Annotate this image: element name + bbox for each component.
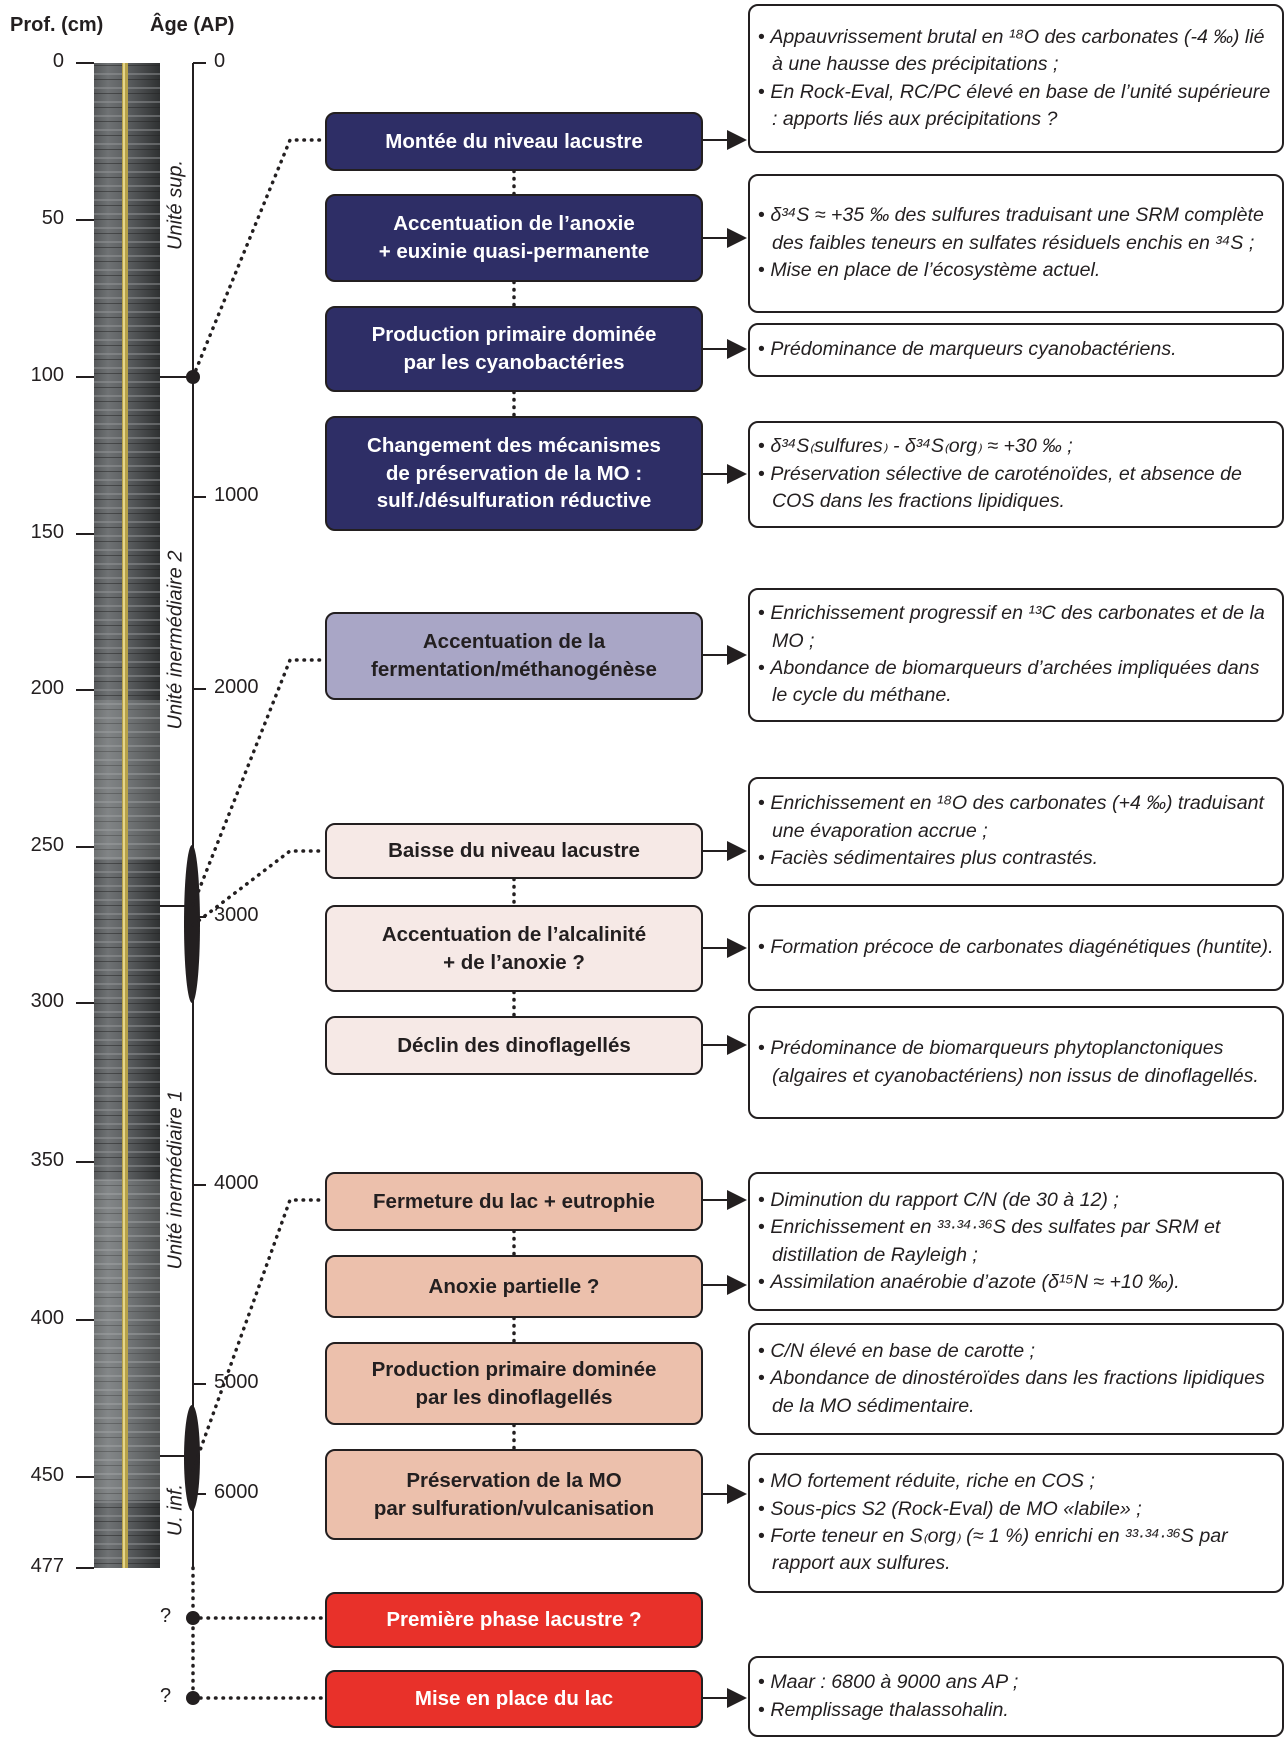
- event-box-dinoflagellate-production: Production primaire dominée par les dino…: [325, 1342, 703, 1425]
- depth-label: 200: [30, 677, 64, 699]
- sediment-core-photo: [94, 63, 160, 1568]
- note-item: Assimilation anaérobie d’azote (δ¹⁵N ≈ +…: [758, 1269, 1274, 1296]
- note-item: Enrichissement progressif en ¹³C des car…: [758, 600, 1274, 655]
- event-box-cyanobacteria-production: Production primaire dominée par les cyan…: [325, 306, 703, 392]
- age-label: 2000: [214, 676, 259, 698]
- note-item: Sous-pics S2 (Rock-Eval) de MO «labile» …: [758, 1496, 1274, 1523]
- note-item: Diminution du rapport C/N (de 30 à 12) ;: [758, 1187, 1274, 1214]
- depth-label: 100: [30, 364, 64, 386]
- note-box: δ³⁴S₍sulfures₎ - δ³⁴S₍org₎ ≈ +30 ‰ ; Pré…: [748, 421, 1284, 528]
- note-item: Prédominance de marqueurs cyanobactérien…: [758, 336, 1274, 363]
- unit-label-int2: Unité inermédiaire 2: [164, 550, 187, 730]
- note-item: Enrichissement en ³³·³⁴·³⁶S des sulfates…: [758, 1214, 1274, 1269]
- depth-label: 250: [30, 834, 64, 856]
- note-item: Appauvrissement brutal en ¹⁸O des carbon…: [758, 24, 1274, 79]
- note-item: Forte teneur en S₍org₎ (≈ 1 %) enrichi e…: [758, 1523, 1274, 1578]
- age-uncertainty-marker: [184, 1405, 200, 1511]
- note-item: Enrichissement en ¹⁸O des carbonates (+4…: [758, 790, 1274, 845]
- age-axis: [160, 62, 206, 1568]
- depth-label: 300: [30, 990, 64, 1012]
- event-box-alkalinity-anoxia: Accentuation de l’alcalinité + de l’anox…: [325, 905, 703, 992]
- depth-axis-title: Prof. (cm): [10, 14, 104, 36]
- age-label: 0: [214, 50, 226, 72]
- event-box-lake-closure-eutrophy: Fermeture du lac + eutrophie: [325, 1172, 703, 1231]
- note-box: Prédominance de biomarqueurs phytoplanct…: [748, 1006, 1284, 1119]
- note-item: Abondance de biomarqueurs d’archées impl…: [758, 655, 1274, 710]
- event-box-om-sulfurization: Préservation de la MO par sulfuration/vu…: [325, 1449, 703, 1540]
- note-box: δ³⁴S ≈ +35 ‰ des sulfures traduisant une…: [748, 174, 1284, 313]
- age-label: 1000: [214, 484, 259, 506]
- note-item: MO fortement réduite, riche en COS ;: [758, 1468, 1274, 1495]
- depth-label: 150: [30, 521, 64, 543]
- event-box-dinoflagellate-decline: Déclin des dinoflagellés: [325, 1016, 703, 1075]
- note-item: δ³⁴S₍sulfures₎ - δ³⁴S₍org₎ ≈ +30 ‰ ;: [758, 433, 1274, 460]
- note-box: Maar : 6800 à 9000 ans AP ; Remplissage …: [748, 1656, 1284, 1737]
- note-item: Remplissage thalassohalin.: [758, 1697, 1274, 1724]
- age-label: 6000: [214, 1481, 259, 1503]
- dotted-connectors: [191, 138, 516, 1700]
- note-box: Enrichissement en ¹⁸O des carbonates (+4…: [748, 777, 1284, 886]
- depth-label: 450: [30, 1464, 64, 1486]
- note-item: En Rock-Eval, RC/PC élevé en base de l’u…: [758, 79, 1274, 134]
- note-box: Appauvrissement brutal en ¹⁸O des carbon…: [748, 4, 1284, 153]
- event-box-lake-formation: Mise en place du lac: [325, 1670, 703, 1728]
- age-label: 3000: [214, 904, 259, 926]
- event-box-lake-level-fall: Baisse du niveau lacustre: [325, 823, 703, 879]
- note-item: Préservation sélective de caroténoïdes, …: [758, 461, 1274, 516]
- note-box: Prédominance de marqueurs cyanobactérien…: [748, 323, 1284, 377]
- event-box-first-lacustrine-phase: Première phase lacustre ?: [325, 1592, 703, 1648]
- note-item: Abondance de dinostéroïdes dans les frac…: [758, 1365, 1274, 1420]
- unit-label-sup: Unité sup.: [164, 159, 187, 251]
- note-box: Formation précoce de carbonates diagénét…: [748, 905, 1284, 991]
- unknown-age-mark: ?: [160, 1605, 172, 1627]
- event-box-lake-level-rise: Montée du niveau lacustre: [325, 112, 703, 171]
- unit-label-int1: Unité inermédiaire 1: [164, 1090, 187, 1270]
- depth-label: 50: [41, 207, 64, 229]
- event-box-partial-anoxia: Anoxie partielle ?: [325, 1255, 703, 1318]
- age-axis-title: Âge (AP): [150, 14, 235, 36]
- note-item: Faciès sédimentaires plus contrastés.: [758, 845, 1274, 872]
- note-item: Formation précoce de carbonates diagénét…: [758, 934, 1274, 961]
- note-item: Prédominance de biomarqueurs phytoplanct…: [758, 1035, 1274, 1090]
- note-box: C/N élevé en base de carotte ; Abondance…: [748, 1323, 1284, 1435]
- age-label: 4000: [214, 1172, 259, 1194]
- depth-label: 0: [52, 50, 64, 72]
- depth-axis: [76, 62, 94, 1569]
- depth-label: 350: [30, 1149, 64, 1171]
- note-item: Maar : 6800 à 9000 ans AP ;: [758, 1669, 1274, 1696]
- event-box-methanogenesis: Accentuation de la fermentation/méthanog…: [325, 612, 703, 700]
- age-label: 5000: [214, 1371, 259, 1393]
- note-box: Diminution du rapport C/N (de 30 à 12) ;…: [748, 1172, 1284, 1311]
- depth-label: 477: [30, 1555, 64, 1577]
- event-box-om-preservation-change: Changement des mécanismes de préservatio…: [325, 416, 703, 531]
- note-item: C/N élevé en base de carotte ;: [758, 1338, 1274, 1365]
- note-box: Enrichissement progressif en ¹³C des car…: [748, 588, 1284, 722]
- note-item: δ³⁴S ≈ +35 ‰ des sulfures traduisant une…: [758, 202, 1274, 257]
- event-box-anoxia-euxinia: Accentuation de l’anoxie + euxinie quasi…: [325, 194, 703, 282]
- event-note-arrows: [703, 130, 747, 1708]
- depth-label: 400: [30, 1307, 64, 1329]
- note-item: Mise en place de l’écosystème actuel.: [758, 257, 1274, 284]
- unit-label-inf: U. inf.: [164, 1483, 187, 1537]
- unknown-age-mark: ?: [160, 1685, 172, 1707]
- note-box: MO fortement réduite, riche en COS ; Sou…: [748, 1453, 1284, 1593]
